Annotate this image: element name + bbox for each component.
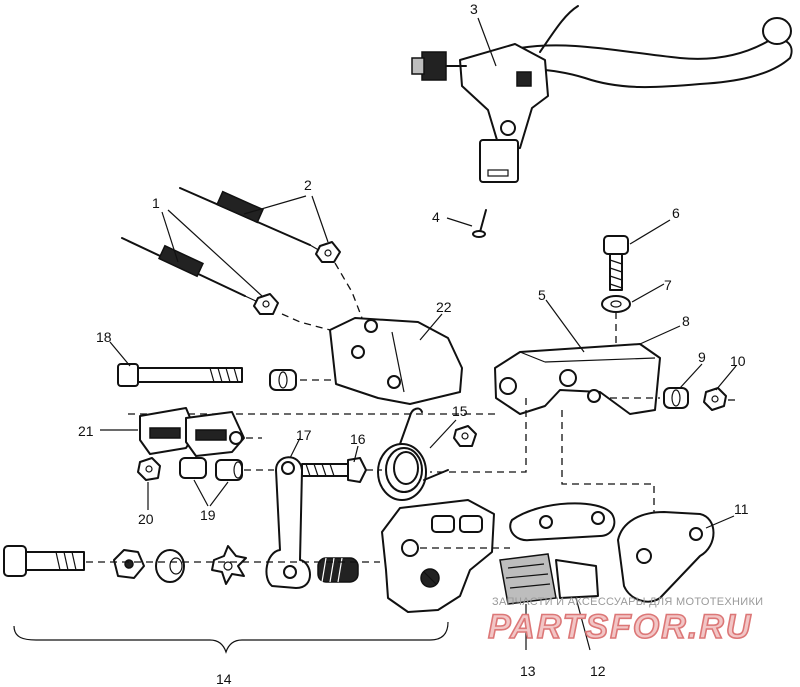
screw-6 <box>603 235 629 291</box>
leader-7 <box>631 283 665 303</box>
callout-20: 20 <box>138 511 154 527</box>
adjuster-bolt <box>3 545 85 577</box>
leader-1a <box>161 211 179 263</box>
lever-adjuster-nut <box>516 71 532 87</box>
link-line-right-down <box>561 410 655 520</box>
leader-19b <box>209 481 229 507</box>
callout-2: 2 <box>304 177 312 193</box>
leader-1b <box>167 209 263 297</box>
lever-pivot-hole <box>500 120 516 136</box>
callout-22: 22 <box>436 299 452 315</box>
bolt-16 <box>301 457 367 483</box>
leader-2b <box>311 195 329 243</box>
long-bolt-18 <box>117 363 243 387</box>
callout-14: 14 <box>216 671 232 687</box>
callout-21: 21 <box>78 423 94 439</box>
leader-5 <box>545 299 585 353</box>
callout-4: 4 <box>432 209 440 225</box>
callout-18: 18 <box>96 329 112 345</box>
leader-12 <box>575 597 591 651</box>
lever-bracket-slot <box>487 169 509 177</box>
brake-cable-1 <box>121 237 279 315</box>
torsion-spring-15 <box>377 407 449 501</box>
leader-6 <box>629 219 671 245</box>
screw-4 <box>472 209 487 238</box>
lever-ball-end <box>762 17 792 45</box>
leader-11 <box>705 515 735 529</box>
callout-5: 5 <box>538 287 546 303</box>
callout-17: 17 <box>296 427 312 443</box>
bracket-14 <box>13 621 449 654</box>
leader-19a <box>193 479 209 507</box>
callout-7: 7 <box>664 277 672 293</box>
adjuster-star-washer <box>211 545 247 585</box>
pivot-bracket-5 <box>494 343 661 415</box>
callout-13: 13 <box>520 663 536 679</box>
leader-15 <box>429 419 457 449</box>
callout-16: 16 <box>350 431 366 447</box>
lever-housing <box>459 43 549 151</box>
cable-bracket-22 <box>329 317 463 405</box>
nut-20 <box>137 457 161 481</box>
spacer-bushing <box>269 369 297 391</box>
leader-9 <box>679 363 703 389</box>
callout-10: 10 <box>730 353 746 369</box>
leader-22 <box>419 313 443 341</box>
adjuster-nut-b <box>155 549 185 583</box>
callout-19: 19 <box>200 507 216 523</box>
adjuster-nut-a <box>113 549 145 579</box>
lever-clamp-cap <box>411 57 425 75</box>
bushings-19 <box>179 457 243 481</box>
watermark-brand: PARTSFOR.RU <box>488 608 752 646</box>
washer-7 <box>601 295 631 313</box>
leader-4 <box>446 217 473 227</box>
leader-10 <box>715 365 737 391</box>
watermark: ЗАПЧАСТИ И АКСЕССУАРЫ ДЛЯ МОТОТЕХНИКИ PA… <box>487 596 763 647</box>
brake-pad-13 <box>499 553 557 605</box>
callout-1: 1 <box>152 195 160 211</box>
callout-9: 9 <box>698 349 706 365</box>
nut-10 <box>703 387 727 411</box>
leader-17 <box>289 437 301 459</box>
watermark-caption: ЗАПЧАСТИ И АКСЕССУАРЫ ДЛЯ МОТОТЕХНИКИ <box>492 596 763 608</box>
callout-15: 15 <box>452 403 468 419</box>
link-line-center-down <box>430 398 527 473</box>
brake-cable-2 <box>179 187 341 263</box>
leader-8 <box>639 325 681 345</box>
caliper-body <box>381 499 495 613</box>
leader-3 <box>477 17 497 67</box>
leader-18 <box>109 341 131 367</box>
cable-path-dash <box>281 262 363 331</box>
brake-pad-12 <box>555 559 599 599</box>
callout-8: 8 <box>682 313 690 329</box>
brake-lever-assembly <box>411 5 793 183</box>
pad-shim <box>509 502 616 542</box>
cable-clamp-21 <box>139 407 245 457</box>
lever-arm <box>519 38 793 89</box>
leader-2a <box>243 195 307 215</box>
lever-clamp-block <box>421 51 447 81</box>
callout-3: 3 <box>470 1 478 17</box>
callout-11: 11 <box>734 501 749 517</box>
leader-16 <box>353 445 359 463</box>
callout-6: 6 <box>672 205 680 221</box>
nut-small-15 <box>453 425 477 447</box>
callout-12: 12 <box>590 663 606 679</box>
spacer-9 <box>663 387 689 409</box>
outer-caliper-11 <box>617 511 715 603</box>
lever-tip-curl <box>539 5 579 53</box>
callout-labels: 1 2 3 4 5 6 7 8 9 10 11 12 13 14 15 16 1… <box>78 1 749 687</box>
